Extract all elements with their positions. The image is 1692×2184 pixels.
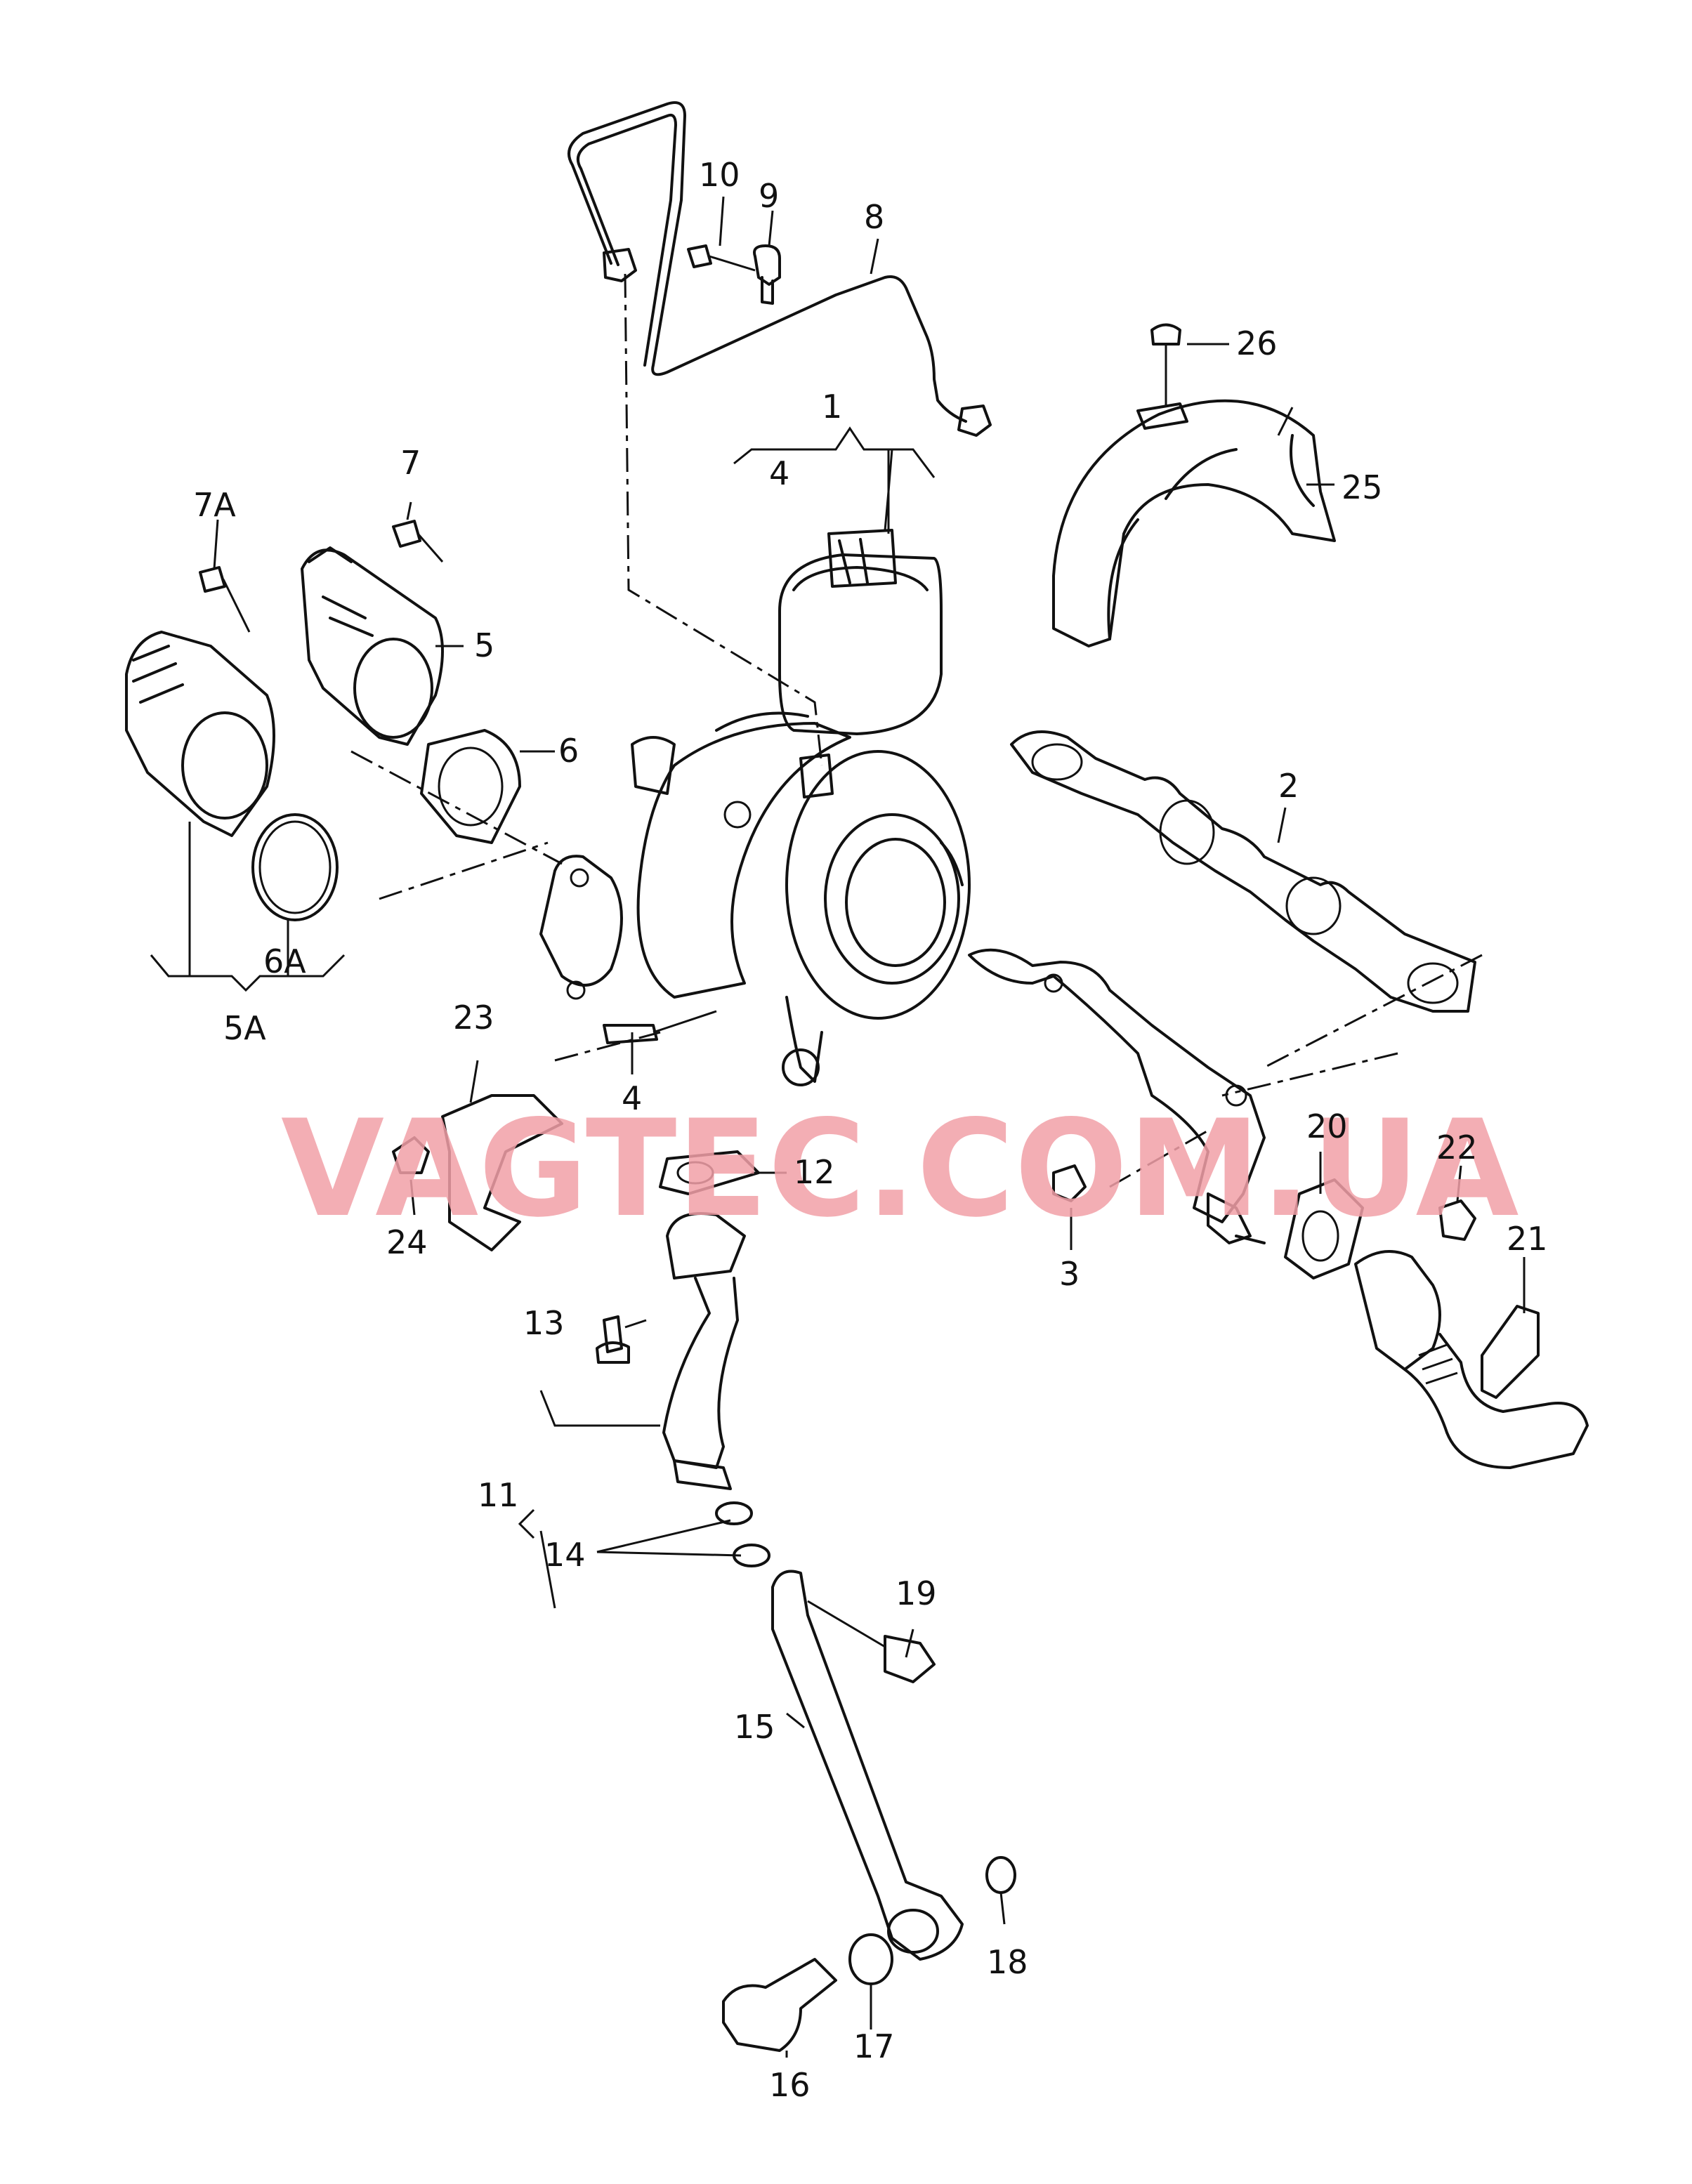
seal-17 — [848, 1933, 893, 1985]
exhaust-gasket — [1010, 730, 1476, 1013]
callout-6: 6 — [558, 732, 579, 770]
callout-4-top: 4 — [769, 454, 789, 492]
callout-7a: 7A — [193, 486, 236, 524]
callout-18: 18 — [987, 1943, 1028, 1981]
seal-18 — [985, 1856, 1016, 1894]
callout-14: 14 — [544, 1536, 586, 1574]
intake-pipe-5 — [301, 546, 444, 746]
bolt-19 — [807, 1600, 936, 1683]
turbo-actuator — [778, 449, 943, 735]
watermark: VAGTEC.COM.UA — [281, 1091, 1519, 1246]
oil-return-pipe — [662, 1212, 746, 1490]
callout-3: 3 — [1059, 1255, 1080, 1293]
callout-16: 16 — [769, 2066, 811, 2104]
callout-6a: 6A — [263, 942, 306, 980]
banjo-bolt-16 — [722, 1958, 837, 2052]
bolt-7a — [199, 566, 251, 633]
turbocharger — [539, 711, 971, 1086]
callout-labels: 1 4 2 3 4 5 5A 6 6A 7 7A 8 9 10 11 12 13… — [193, 156, 1548, 2104]
callout-10: 10 — [699, 156, 740, 194]
callout-25: 25 — [1342, 468, 1383, 506]
callout-15: 15 — [734, 1708, 775, 1746]
assembly-lines — [350, 273, 1483, 1188]
callout-23: 23 — [453, 999, 494, 1037]
heat-shield — [1052, 323, 1336, 647]
bracket-23 — [441, 1094, 563, 1251]
callout-5: 5 — [474, 626, 494, 664]
callout-20: 20 — [1306, 1107, 1348, 1145]
vacuum-line — [568, 101, 992, 437]
callout-11: 11 — [478, 1476, 519, 1514]
callout-4-lower: 4 — [622, 1079, 642, 1117]
callout-12: 12 — [794, 1153, 835, 1191]
nut-24 — [392, 1136, 430, 1174]
bolt-part-10 — [687, 244, 756, 272]
callout-19: 19 — [896, 1574, 937, 1612]
callout-26: 26 — [1236, 324, 1278, 362]
callout-24: 24 — [386, 1223, 428, 1261]
callout-17: 17 — [853, 2027, 895, 2065]
stud-4 — [603, 1010, 717, 1044]
callout-13: 13 — [523, 1304, 565, 1342]
o-ring-6a — [251, 813, 339, 921]
seal-rings-14 — [715, 1501, 770, 1567]
gasket-20 — [1284, 1178, 1364, 1280]
intake-pipe-5a — [125, 631, 275, 837]
oil-feed-pipe — [771, 1570, 964, 1961]
bolt-7 — [392, 520, 444, 563]
callout-8: 8 — [864, 198, 884, 236]
nut-22 — [1438, 1199, 1476, 1241]
callout-1: 1 — [822, 388, 842, 426]
callout-21: 21 — [1507, 1220, 1548, 1258]
callout-5a: 5A — [223, 1009, 266, 1047]
bolt-13 — [596, 1315, 630, 1364]
leader-lines — [150, 196, 1526, 2058]
callout-22: 22 — [1436, 1129, 1478, 1166]
gasket-6 — [420, 729, 521, 844]
callout-9: 9 — [759, 177, 779, 215]
nut-3 — [1052, 1164, 1087, 1202]
egr-tube-21 — [1354, 1250, 1589, 1469]
callout-7: 7 — [400, 444, 421, 482]
callout-2: 2 — [1278, 767, 1299, 805]
clip-part — [753, 244, 781, 305]
gasket-12 — [659, 1150, 760, 1195]
